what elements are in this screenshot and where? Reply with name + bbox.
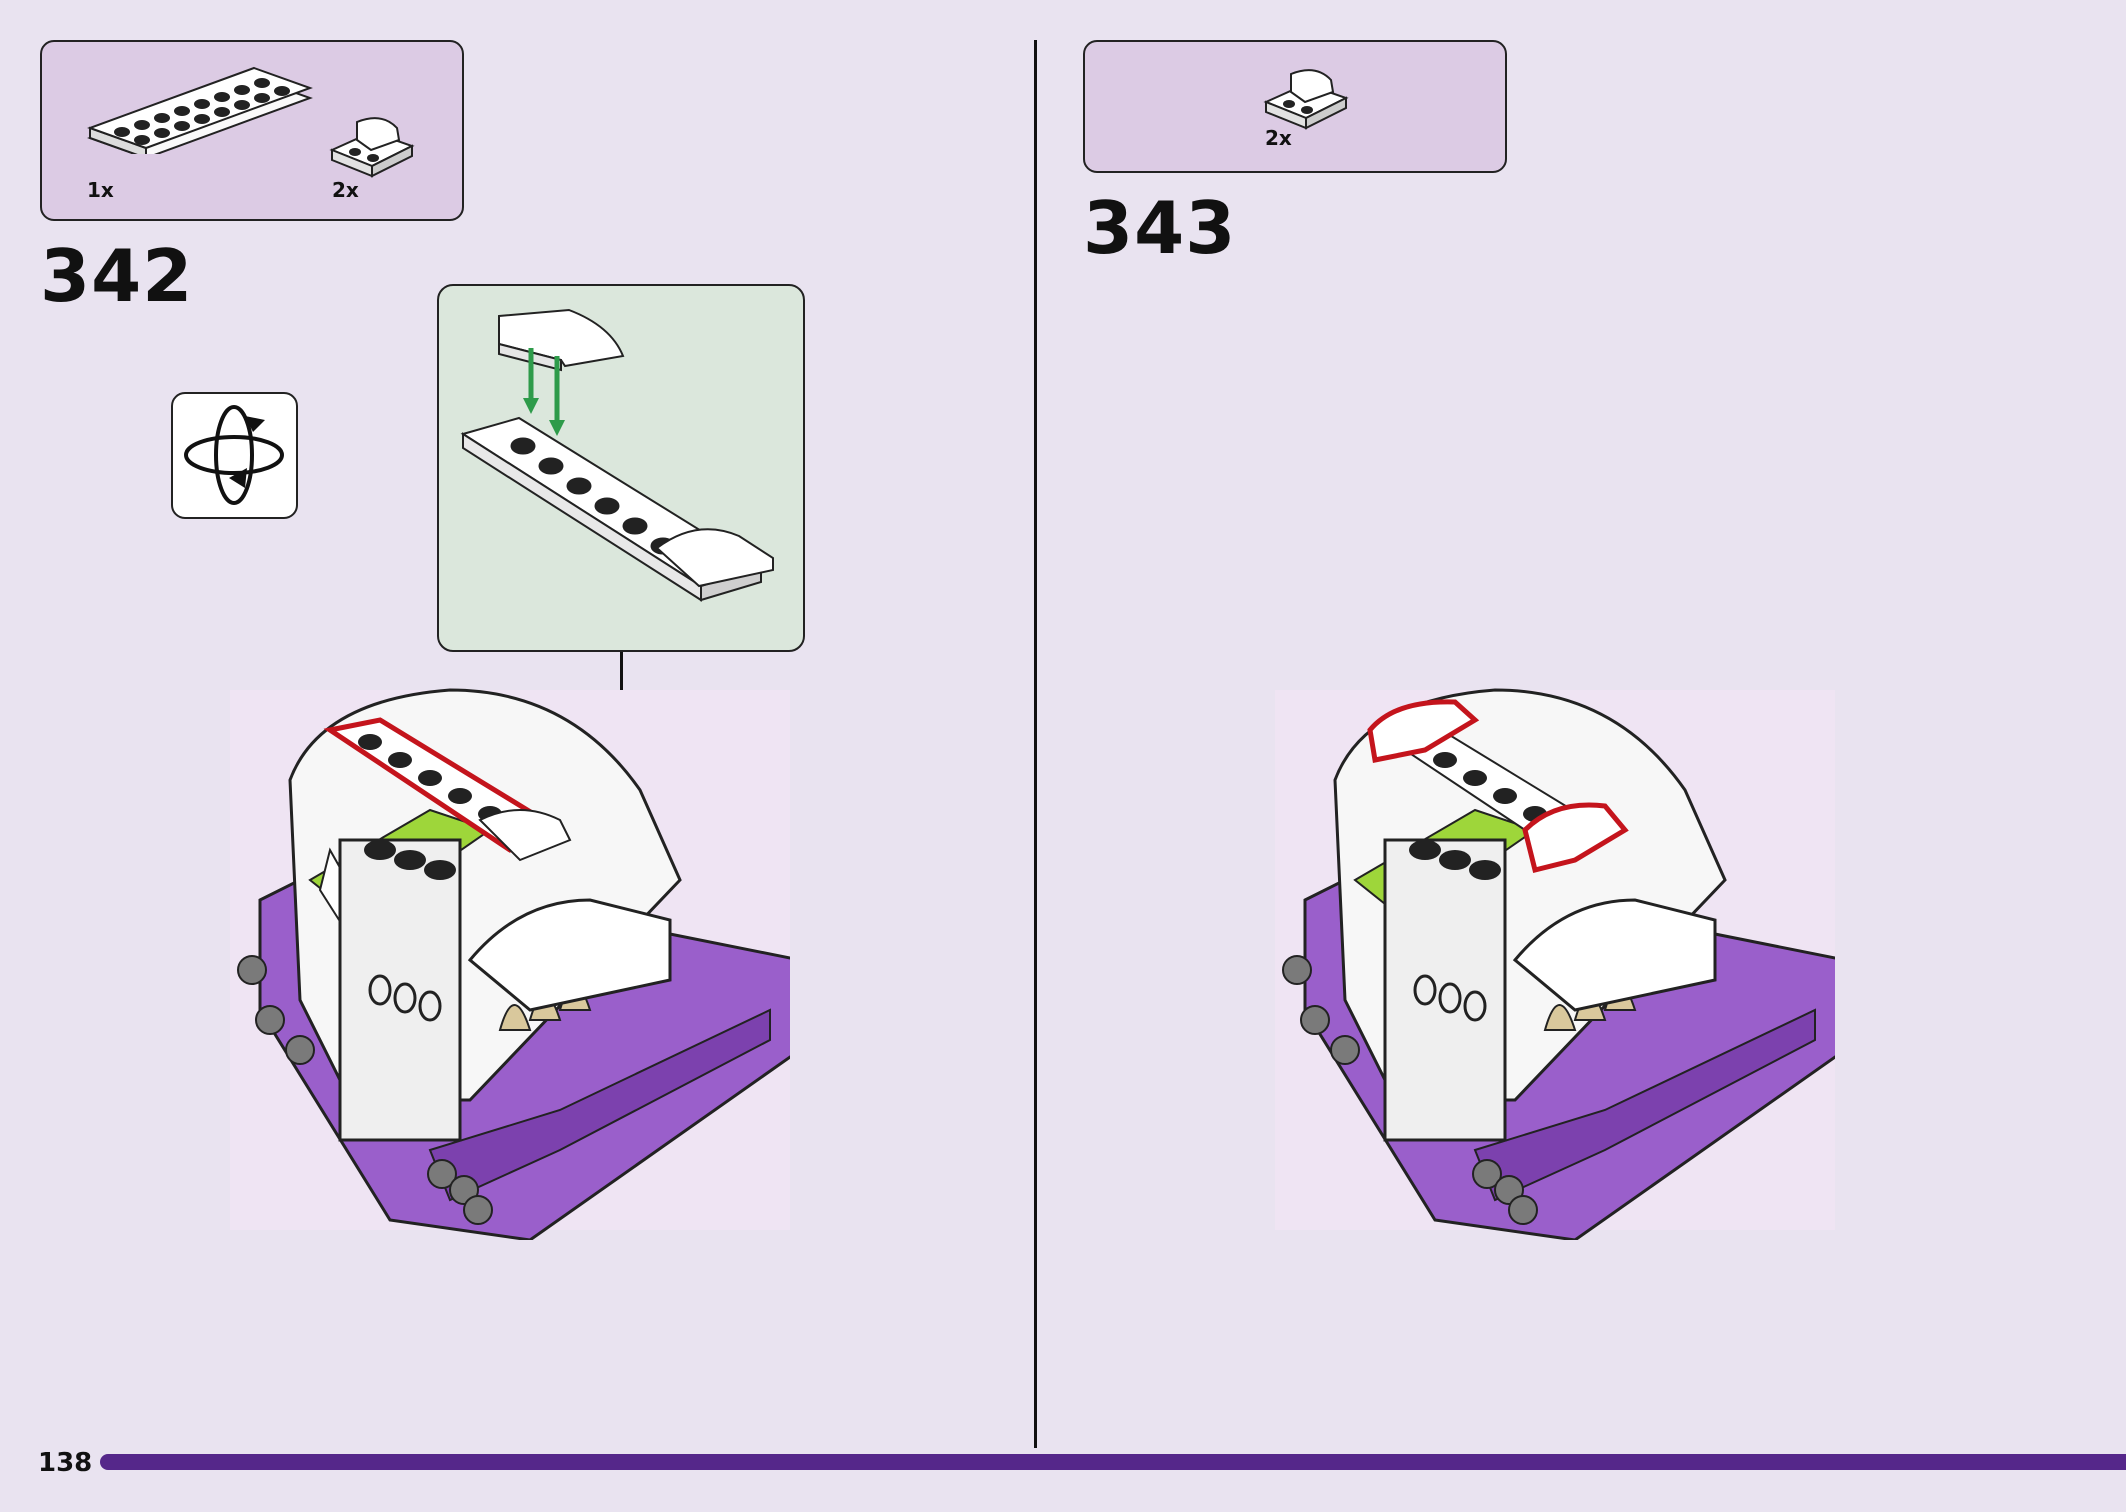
plate-2x8-white-icon [87,66,313,154]
page-number: 138 [38,1448,93,1478]
curved-slope-white-icon [329,117,415,178]
step-number-342: 342 [40,234,194,318]
page-progress-bar [100,1454,2126,1470]
part-quantity: 1x [87,178,114,202]
part-quantity: 2x [332,178,359,202]
part-quantity: 2x [1265,126,1292,150]
rotate-indicator [171,392,298,519]
subassembly-plate-with-slopes-icon [460,308,774,602]
monster-chest-model-step-342-icon [230,688,790,1240]
curved-slope-white-icon [1263,69,1349,130]
page-divider [1034,40,1037,1448]
parts-list-step-343: 2x [1083,40,1507,173]
rotate-model-icon [184,405,284,505]
monster-chest-model-step-343-icon [1275,688,1835,1240]
step-number-343: 343 [1083,186,1237,270]
callout-subassembly [437,284,805,652]
parts-list-step-342: 1x 2x [40,40,464,221]
